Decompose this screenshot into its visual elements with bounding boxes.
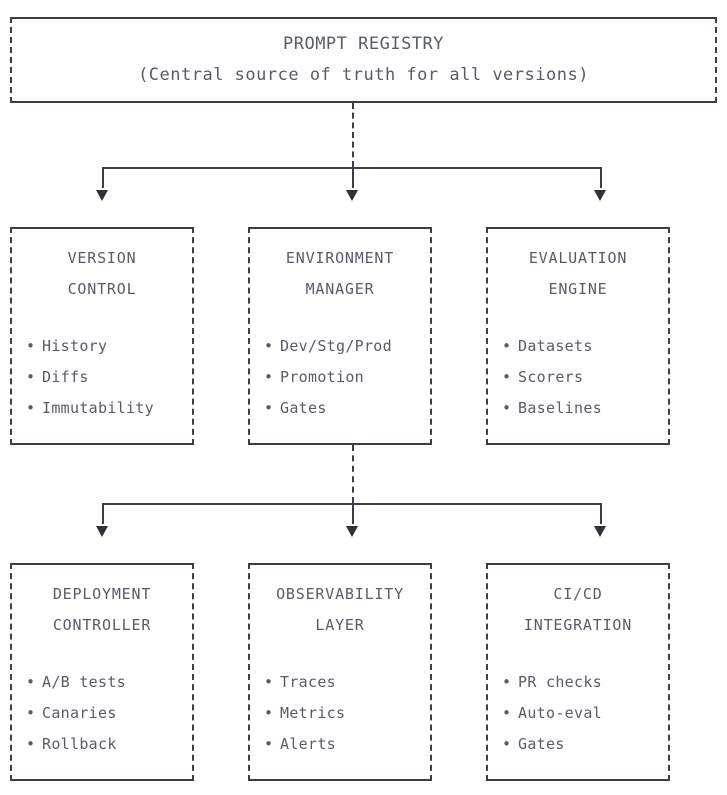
- list-item-label: Datasets: [518, 337, 593, 355]
- list-item-label: Promotion: [280, 368, 364, 386]
- node-environment-manager[interactable]: ENVIRONMENT MANAGER • Dev/Stg/Prod • Promo…: [248, 227, 432, 445]
- list-item-label: Scorers: [518, 368, 584, 386]
- node-prompt-registry[interactable]: PROMPT REGISTRY (Central source of truth…: [10, 17, 717, 103]
- bullet-icon: •: [26, 673, 36, 691]
- list-item-label: Dev/Stg/Prod: [280, 337, 392, 355]
- arrow-down-icon: [96, 190, 108, 201]
- node-deployment-controller[interactable]: DEPLOYMENT CONTROLLER • A/B tests • Canari…: [10, 563, 194, 781]
- list-item: • Gates: [250, 393, 430, 424]
- list-item-label: Immutability: [42, 399, 154, 417]
- list-item: • Diffs: [12, 362, 192, 393]
- bullet-icon: •: [502, 704, 512, 722]
- bullet-icon: •: [26, 704, 36, 722]
- list-item: • Dev/Stg/Prod: [250, 331, 430, 362]
- list-item: • PR checks: [488, 667, 668, 698]
- list-item-label: Metrics: [280, 704, 346, 722]
- connector-bar: [102, 167, 600, 169]
- card-title-line2: CONTROL: [67, 280, 137, 298]
- node-version-control[interactable]: VERSION CONTROL • History • Diffs • Immutab…: [10, 227, 194, 445]
- card-title-line2: MANAGER: [305, 280, 375, 298]
- list-item: • Rollback: [12, 729, 192, 760]
- list-item: • Alerts: [250, 729, 430, 760]
- card-list: • Traces • Metrics • Alerts: [250, 667, 430, 760]
- list-item: • A/B tests: [12, 667, 192, 698]
- bullet-icon: •: [264, 673, 274, 691]
- bullet-icon: •: [26, 337, 36, 355]
- card-title-line2: LAYER: [315, 616, 365, 634]
- card-title-line1: VERSION: [67, 249, 137, 267]
- bullet-icon: •: [502, 735, 512, 753]
- connector-stem: [352, 103, 354, 167]
- connector-drop-3: [600, 503, 602, 524]
- bullet-icon: •: [26, 735, 36, 753]
- connector-drop-1: [102, 167, 104, 188]
- arrow-down-icon: [594, 526, 606, 537]
- connector-drop-2: [352, 167, 354, 188]
- arrow-down-icon: [346, 526, 358, 537]
- card-title-line1: DEPLOYMENT: [52, 585, 152, 603]
- card-list: • A/B tests • Canaries • Rollback: [12, 667, 192, 760]
- card-list: • PR checks • Auto-eval • Gates: [488, 667, 668, 760]
- node-observability-layer[interactable]: OBSERVABILITY LAYER • Traces • Metrics • Al…: [248, 563, 432, 781]
- bullet-icon: •: [502, 368, 512, 386]
- list-item: • Immutability: [12, 393, 192, 424]
- connector-drop-2: [352, 503, 354, 524]
- bullet-icon: •: [26, 399, 36, 417]
- list-item-label: A/B tests: [42, 673, 126, 691]
- card-list: • Datasets • Scorers • Baselines: [488, 331, 668, 424]
- card-list: • History • Diffs • Immutability: [12, 331, 192, 424]
- connector-drop-3: [600, 167, 602, 188]
- connector-drop-1: [102, 503, 104, 524]
- card-title-line2: CONTROLLER: [52, 616, 152, 634]
- card-title-line1: CI/CD: [553, 585, 603, 603]
- card-list: • Dev/Stg/Prod • Promotion • Gates: [250, 331, 430, 424]
- list-item-label: Gates: [280, 399, 327, 417]
- bullet-icon: •: [502, 337, 512, 355]
- card-title-line2: ENGINE: [548, 280, 608, 298]
- list-item-label: Gates: [518, 735, 565, 753]
- list-item-label: Baselines: [518, 399, 602, 417]
- list-item-label: Traces: [280, 673, 336, 691]
- list-item-label: PR checks: [518, 673, 602, 691]
- card-title-line1: EVALUATION: [528, 249, 628, 267]
- node-evaluation-engine[interactable]: EVALUATION ENGINE • Datasets • Scorers • Ba…: [486, 227, 670, 445]
- list-item: • History: [12, 331, 192, 362]
- list-item: • Gates: [488, 729, 668, 760]
- list-item: • Promotion: [250, 362, 430, 393]
- list-item: • Auto-eval: [488, 698, 668, 729]
- arrow-down-icon: [96, 526, 108, 537]
- list-item: • Scorers: [488, 362, 668, 393]
- prompt-registry-subtitle: (Central source of truth for all version…: [138, 65, 589, 85]
- prompt-registry-title: PROMPT REGISTRY: [282, 34, 445, 54]
- card-title-line2: INTEGRATION: [523, 616, 633, 634]
- arrow-down-icon: [594, 190, 606, 201]
- list-item-label: History: [42, 337, 108, 355]
- bullet-icon: •: [264, 399, 274, 417]
- list-item: • Canaries: [12, 698, 192, 729]
- arrow-down-icon: [346, 190, 358, 201]
- list-item-label: Alerts: [280, 735, 336, 753]
- list-item: • Baselines: [488, 393, 668, 424]
- list-item-label: Rollback: [42, 735, 117, 753]
- bullet-icon: •: [264, 337, 274, 355]
- connector-bar: [102, 503, 600, 505]
- node-cicd-integration[interactable]: CI/CD INTEGRATION • PR checks • Auto-eval …: [486, 563, 670, 781]
- card-title-line1: OBSERVABILITY: [276, 585, 404, 603]
- list-item-label: Auto-eval: [518, 704, 602, 722]
- list-item-label: Diffs: [42, 368, 89, 386]
- bullet-icon: •: [264, 735, 274, 753]
- bullet-icon: •: [502, 673, 512, 691]
- bullet-icon: •: [264, 704, 274, 722]
- list-item: • Metrics: [250, 698, 430, 729]
- connector-stem: [352, 445, 354, 503]
- bullet-icon: •: [26, 368, 36, 386]
- list-item: • Datasets: [488, 331, 668, 362]
- list-item-label: Canaries: [42, 704, 117, 722]
- bullet-icon: •: [502, 399, 512, 417]
- list-item: • Traces: [250, 667, 430, 698]
- bullet-icon: •: [264, 368, 274, 386]
- card-title-line1: ENVIRONMENT: [285, 249, 395, 267]
